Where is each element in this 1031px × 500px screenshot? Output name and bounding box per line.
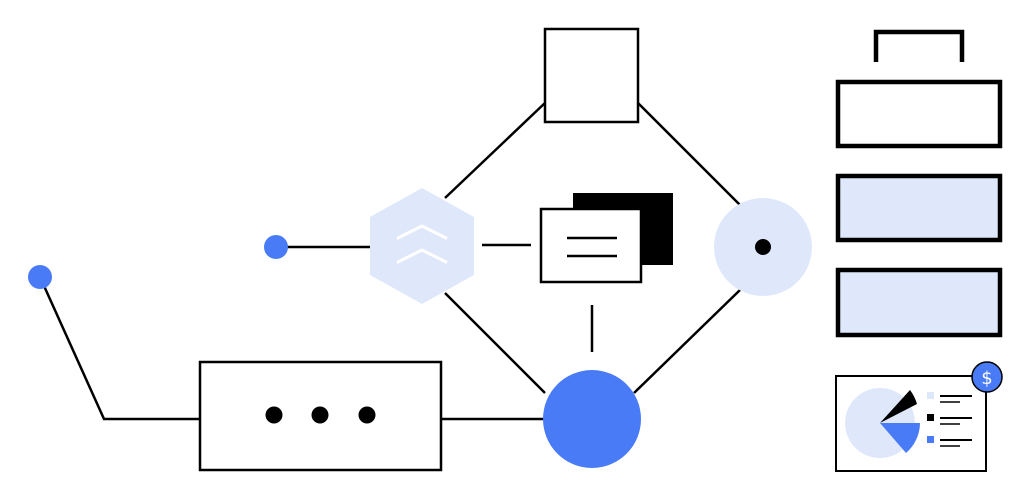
dollar-icon: $ <box>971 361 1003 393</box>
legend-swatch-light <box>927 392 934 399</box>
briefcase-panel-bottom <box>835 267 1003 338</box>
dot-circle-icon <box>714 198 812 296</box>
menu-dot-3 <box>358 406 376 424</box>
target-dot <box>755 239 771 255</box>
hexagon-shape <box>370 188 474 304</box>
pie-slice-blue <box>880 423 920 453</box>
menu-dot-2 <box>311 406 329 424</box>
pie-chart-card: $ <box>835 361 1003 472</box>
badge-circle <box>971 361 1003 393</box>
briefcase-handle <box>873 29 965 62</box>
menu-dot-1 <box>265 406 283 424</box>
top-square-node <box>543 27 640 124</box>
briefcase-panel-top <box>835 79 1003 149</box>
briefcase-icon <box>835 29 1003 338</box>
endpoint-dot-middle <box>264 235 288 259</box>
connector-top-left <box>444 101 547 199</box>
more-dots-icon <box>198 360 443 472</box>
pie-slice-black <box>880 390 917 423</box>
connector-left-path <box>38 276 200 421</box>
pie-chart-icon <box>845 388 920 458</box>
connector-bottom-left <box>444 292 546 394</box>
badge-symbol: $ <box>981 368 992 389</box>
card-legend <box>927 392 972 447</box>
double-chevron-up-icon <box>396 224 448 264</box>
legend-swatch-black <box>927 414 934 421</box>
document-front <box>539 207 643 284</box>
briefcase-panel-middle <box>835 173 1003 243</box>
endpoint-dot-left <box>28 265 52 289</box>
menu-box <box>198 360 443 472</box>
hub-circle <box>543 370 641 468</box>
hexagon-node <box>370 188 474 304</box>
connector-top-right <box>636 101 741 206</box>
diamond-connectors <box>38 101 741 421</box>
legend-swatch-blue <box>927 436 934 443</box>
connector-bottom-right <box>633 289 741 394</box>
document-stack-icon <box>539 193 673 284</box>
